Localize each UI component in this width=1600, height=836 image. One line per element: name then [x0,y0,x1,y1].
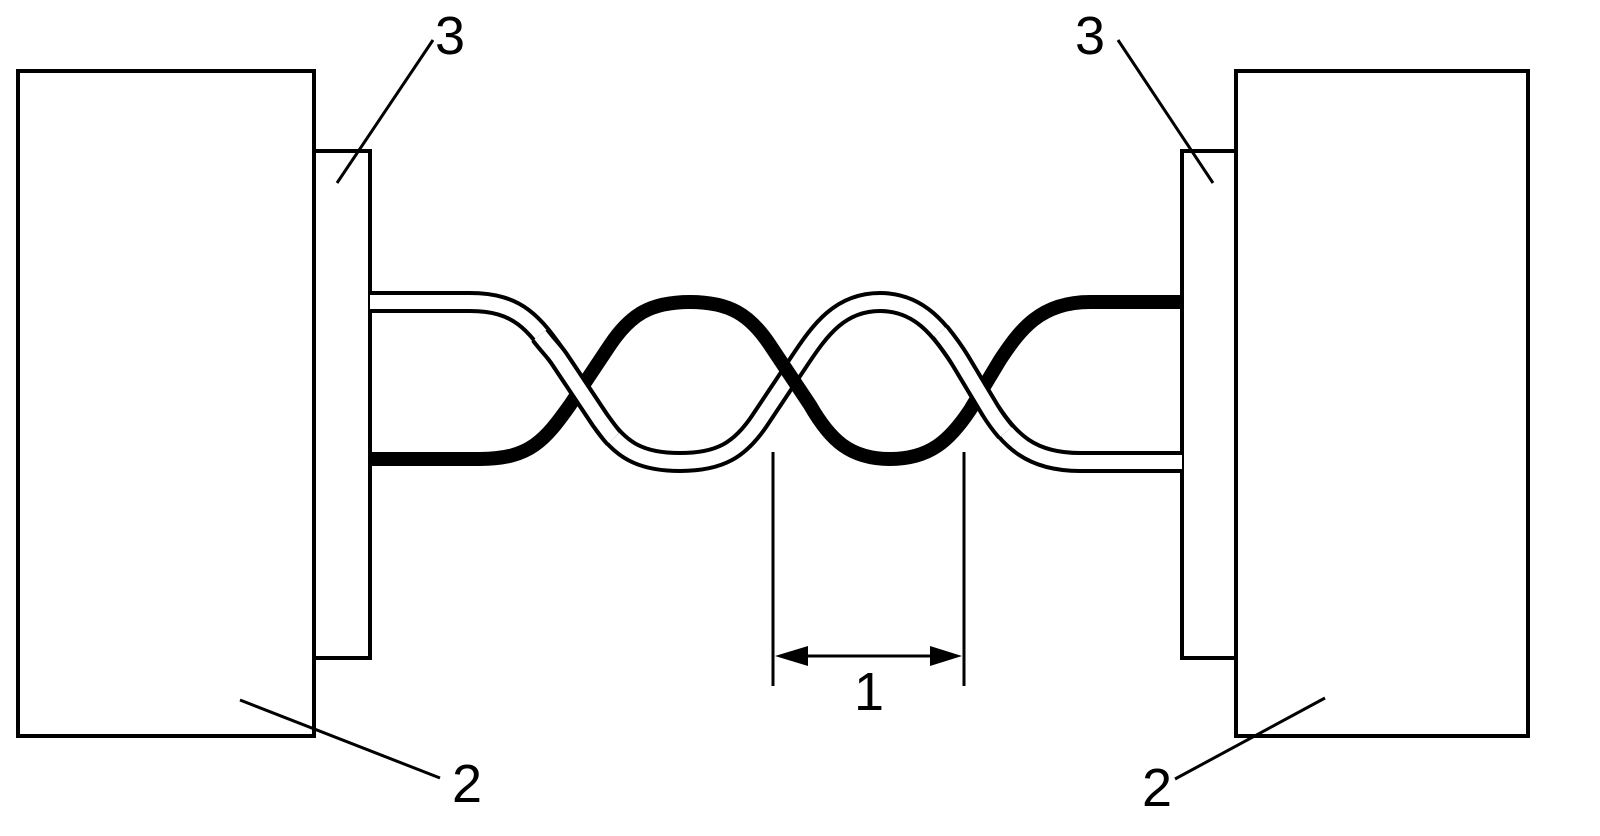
callout-terminal-left: 3 [435,6,465,66]
callout-terminal-right: 3 [1075,6,1105,66]
pitch-arrow-right [930,646,962,666]
leader-terminal-right [1116,39,1215,184]
left-terminal-block [312,149,372,660]
hollow-wire [370,291,1182,473]
leader-module-left [239,698,441,780]
right-module [1234,69,1530,738]
hollow-wire-overlap [531,325,1015,446]
callout-twist-pitch: 1 [854,662,884,722]
right-terminal-block [1180,149,1238,660]
leader-module-right [1174,696,1326,781]
pitch-dimension [771,452,966,686]
solid-wire [370,295,1182,466]
left-module [16,69,316,738]
callout-module-right: 2 [1142,758,1172,818]
pitch-arrow-left [775,646,808,666]
callout-module-left: 2 [452,754,482,814]
leader-terminal-left [335,39,435,184]
